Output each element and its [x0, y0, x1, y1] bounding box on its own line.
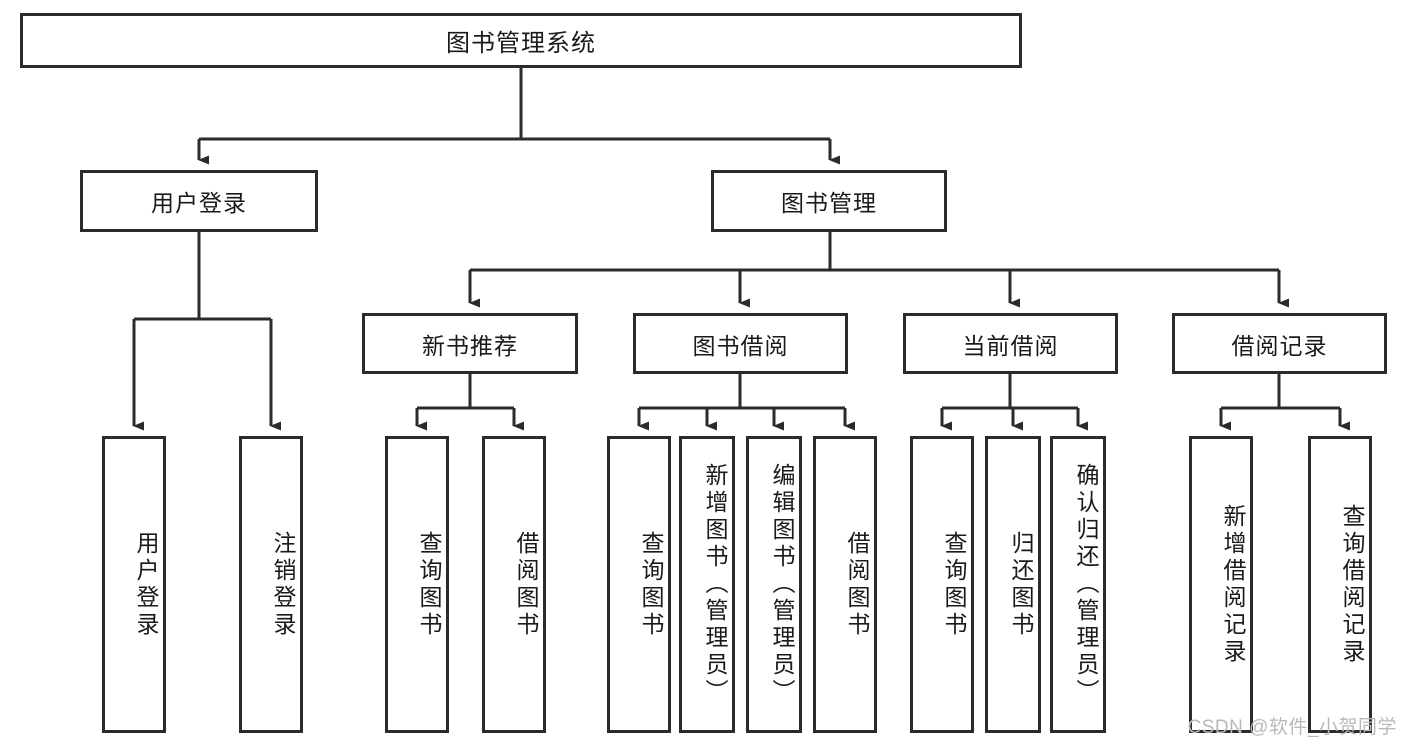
leaf-query-book-borrow-label: 查询图书	[638, 530, 664, 639]
leaf-user-login-label: 用户登录	[133, 530, 159, 639]
leaf-add-borrow-record-label: 新增借阅记录	[1220, 503, 1246, 666]
leaf-return-book[interactable]: 归还图书	[985, 436, 1041, 733]
node-book-borrow-label: 图书借阅	[692, 332, 789, 359]
leaf-add-book-admin-label: 新增图书（管理员）	[702, 463, 728, 706]
leaf-borrow-book-newbook-label: 借阅图书	[513, 530, 539, 639]
leaf-query-book-borrow[interactable]: 查询图书	[607, 436, 671, 733]
leaf-borrow-book-label: 借阅图书	[844, 530, 870, 639]
node-root[interactable]: 图书管理系统	[20, 13, 1022, 68]
node-user-login[interactable]: 用户登录	[80, 170, 318, 232]
watermark-text: CSDN @软件_小贺同学	[1187, 717, 1397, 738]
leaf-query-book-current-label: 查询图书	[941, 530, 967, 639]
leaf-return-book-label: 归还图书	[1008, 530, 1034, 639]
leaf-add-book-admin[interactable]: 新增图书（管理员）	[679, 436, 735, 733]
node-book-management-label: 图书管理	[781, 190, 877, 216]
leaf-user-login[interactable]: 用户登录	[102, 436, 166, 733]
leaf-confirm-return-admin-label: 确认归还（管理员）	[1073, 463, 1099, 706]
leaf-logout[interactable]: 注销登录	[239, 436, 303, 733]
leaf-edit-book-admin-label: 编辑图书（管理员）	[769, 463, 795, 706]
leaf-borrow-book-newbook[interactable]: 借阅图书	[482, 436, 546, 733]
node-user-login-label: 用户登录	[151, 190, 247, 216]
leaf-query-book-current[interactable]: 查询图书	[910, 436, 974, 733]
node-new-book-recommend-label: 新书推荐	[422, 332, 518, 359]
node-current-borrow[interactable]: 当前借阅	[903, 313, 1118, 374]
node-new-book-recommend[interactable]: 新书推荐	[362, 313, 578, 374]
leaf-query-borrow-record[interactable]: 查询借阅记录	[1308, 436, 1372, 733]
node-borrow-record[interactable]: 借阅记录	[1172, 313, 1387, 374]
leaf-borrow-book[interactable]: 借阅图书	[813, 436, 877, 733]
leaf-logout-label: 注销登录	[270, 530, 296, 639]
leaf-confirm-return-admin[interactable]: 确认归还（管理员）	[1050, 436, 1106, 733]
leaf-add-borrow-record[interactable]: 新增借阅记录	[1189, 436, 1253, 733]
leaf-edit-book-admin[interactable]: 编辑图书（管理员）	[746, 436, 802, 733]
node-borrow-record-label: 借阅记录	[1231, 332, 1328, 359]
leaf-query-book-newbook-label: 查询图书	[416, 530, 442, 639]
node-root-label: 图书管理系统	[446, 30, 596, 57]
leaf-query-book-newbook[interactable]: 查询图书	[385, 436, 449, 733]
node-current-borrow-label: 当前借阅	[962, 332, 1059, 359]
leaf-query-borrow-record-label: 查询借阅记录	[1339, 503, 1365, 666]
node-book-borrow[interactable]: 图书借阅	[633, 313, 848, 374]
node-book-management[interactable]: 图书管理	[711, 170, 947, 232]
